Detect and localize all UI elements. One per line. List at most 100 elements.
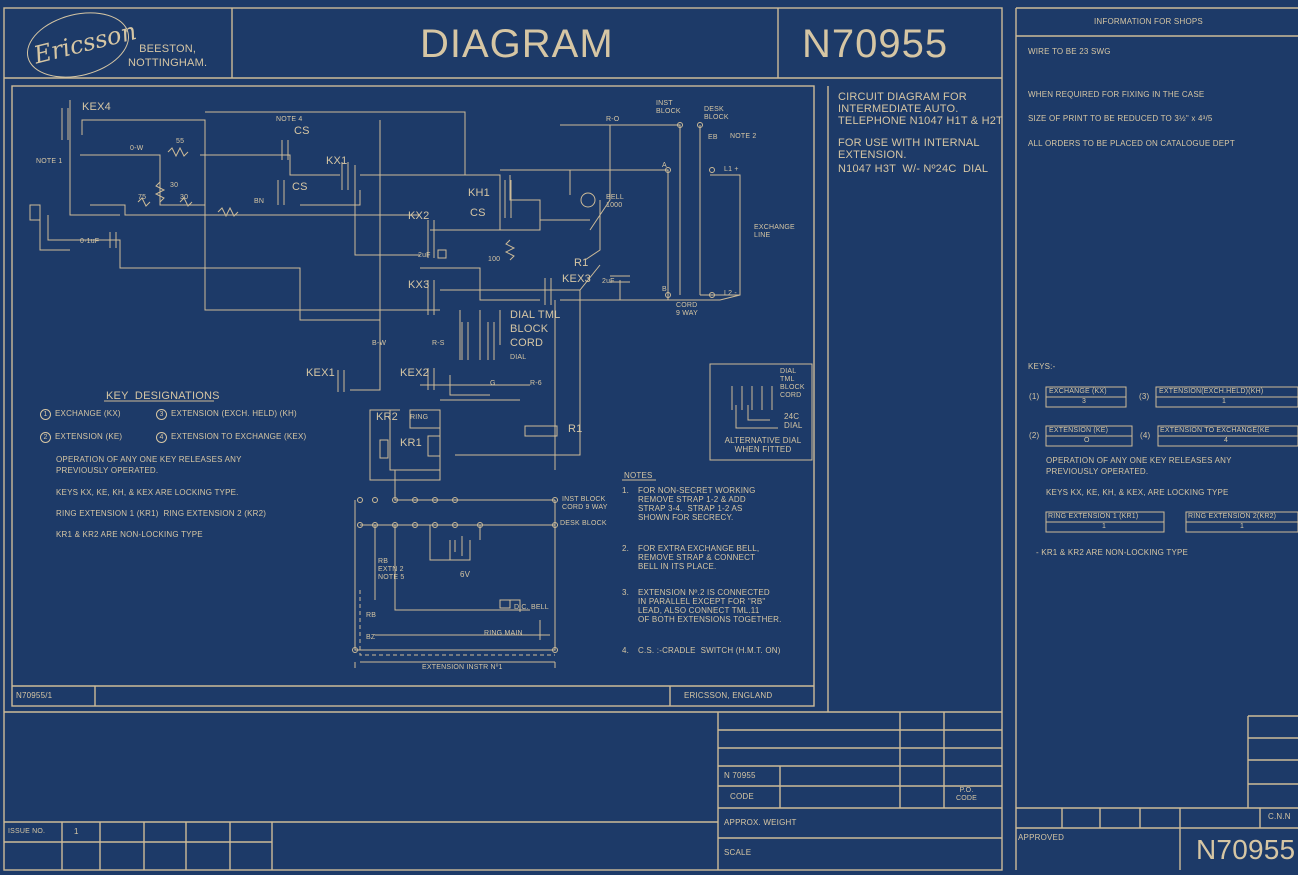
note-4: C.S. :-CRADLE SWITCH (H.M.T. ON) <box>638 646 781 655</box>
shops-key-4-value: 4 <box>1224 437 1229 444</box>
label-inst-block-cord: INST BLOCK CORD 9 WAY <box>562 496 608 511</box>
shops-non-locking: - KR1 & KR2 ARE NON-LOCKING TYPE <box>1036 548 1189 557</box>
footer-code: CODE <box>730 792 754 801</box>
alt-dial-24c: 24C DIAL <box>784 412 803 430</box>
shops-key-3: (3) <box>1139 392 1150 401</box>
label-w-a: 0-W <box>130 145 144 152</box>
label-kh1: KH1 <box>468 187 490 199</box>
shops-key-1-value: 3 <box>1082 398 1087 405</box>
key-non-locking: KR1 & KR2 ARE NON-LOCKING TYPE <box>56 530 203 539</box>
shops-title: INFORMATION FOR SHOPS <box>1094 17 1203 26</box>
shops-cnn: C.N.N <box>1268 812 1291 821</box>
shops-key-3-value: 1 <box>1222 398 1227 405</box>
shops-key-4-label: EXTENSION TO EXCHANGE(KE <box>1160 427 1270 434</box>
alt-dial-caption: ALTERNATIVE DIAL WHEN FITTED <box>724 436 802 454</box>
label-eb: EB <box>708 134 718 141</box>
label-note1: NOTE 1 <box>36 158 63 165</box>
shops-locking: KEYS KX, KE, KH, & KEX, ARE LOCKING TYPE <box>1046 488 1229 497</box>
label-bn: BN <box>254 198 265 205</box>
label-ring-main: RING MAIN <box>484 630 523 637</box>
footer-ref: N70955/1 <box>16 691 53 700</box>
shops-ring-2-value: 1 <box>1240 523 1245 530</box>
label-r30b: 30 <box>180 194 189 201</box>
label-note2: NOTE 2 <box>730 133 757 140</box>
label-bell: BELL 1000 <box>606 194 624 209</box>
label-6v: 6V <box>460 570 471 579</box>
shops-operation-2: PREVIOUSLY OPERATED. <box>1046 467 1149 476</box>
footer-maker: ERICSSON, ENGLAND <box>684 691 773 700</box>
key-operation-1: OPERATION OF ANY ONE KEY RELEASES ANY <box>56 455 242 464</box>
note-2-num: 2. <box>622 544 630 553</box>
key-designations-title: KEY DESIGNATIONS <box>106 390 220 402</box>
label-kr2: KR2 <box>376 411 398 423</box>
label-inst-block: INST BLOCK <box>656 100 681 115</box>
shops-ring-2-label: RING EXTENSION 2(KR2) <box>1188 513 1277 520</box>
shops-orders: ALL ORDERS TO BE PLACED ON CATALOGUE DEP… <box>1028 139 1235 148</box>
label-cs: CS <box>294 125 310 137</box>
label-extension-instr: EXTENSION INSTR Nº1 <box>422 664 503 671</box>
description-line2: INTERMEDIATE AUTO. <box>838 103 959 115</box>
shops-key-2: (2) <box>1029 431 1040 440</box>
shops-wire: WIRE TO BE 23 SWG <box>1028 47 1111 56</box>
label-dial-tml: DIAL TML BLOCK CORD <box>510 309 561 349</box>
shops-ring-1-label: RING EXTENSION 1 (KR1) <box>1048 513 1139 520</box>
label-b-w: B-W <box>372 340 387 347</box>
label-kex1: KEX1 <box>306 367 335 379</box>
label-kx3: KX3 <box>408 279 430 291</box>
label-dc-bell: D.C. BELL <box>514 604 549 611</box>
description-line6: N1047 H3T W/- Nº24C DIAL <box>838 163 989 175</box>
label-ring: RING <box>410 414 429 421</box>
label-bz: BZ <box>366 634 376 641</box>
footer-issue-value: 1 <box>74 827 79 836</box>
label-r-s: R-S <box>432 340 445 347</box>
label-note4: NOTE 4 <box>276 116 303 123</box>
label-rb: RB <box>366 612 377 619</box>
label-cap1: 0·1uF <box>80 238 100 245</box>
note-1: FOR NON-SECRET WORKING REMOVE STRAP 1-2 … <box>638 486 756 522</box>
description-line3: TELEPHONE N1047 H1T & H2T <box>838 115 1003 127</box>
note-4-num: 4. <box>622 646 630 655</box>
footer-issue-label: ISSUE NO. <box>8 828 46 835</box>
shops-approved: APPROVED <box>1018 833 1065 842</box>
label-desk-block-2: DESK BLOCK <box>560 520 607 527</box>
shops-size: SIZE OF PRINT TO BE REDUCED TO 3½" x 4³/… <box>1028 114 1213 123</box>
label-kx2: KX2 <box>408 210 430 222</box>
label-kex4: KEX4 <box>82 101 111 113</box>
note-3: EXTENSION Nº.2 IS CONNECTED IN PARALLEL … <box>638 588 782 624</box>
footer-scale: SCALE <box>724 848 752 857</box>
label-r-o: R-O <box>606 116 620 123</box>
shops-key-3-label: EXTENSION(EXCH.HELD)(KH) <box>1159 388 1264 395</box>
key-locking: KEYS KX, KE, KH, & KEX ARE LOCKING TYPE. <box>56 488 239 497</box>
label-desk-block: DESK BLOCK <box>704 106 729 121</box>
note-2: FOR EXTRA EXCHANGE BELL, REMOVE STRAP & … <box>638 544 760 571</box>
label-r1b: R1 <box>568 423 583 435</box>
shops-key-2-label: EXTENSION (KE) <box>1049 427 1109 434</box>
label-kex2: KEX2 <box>400 367 429 379</box>
company-location: BEESTON, NOTTINGHAM. <box>128 43 208 69</box>
label-cs2: CS <box>292 181 308 193</box>
label-r75: 75 <box>138 194 147 201</box>
label-dial: DIAL <box>510 354 527 361</box>
label-exchange-line: EXCHANGE LINE <box>754 224 795 239</box>
shops-fix: WHEN REQUIRED FOR FIXING IN THE CASE <box>1028 90 1205 99</box>
notes-title: NOTES <box>624 471 653 480</box>
drawing-number: N70955 <box>802 22 949 66</box>
label-r1: R1 <box>574 257 589 269</box>
label-l2: L2 - <box>724 290 737 297</box>
label-kx1: KX1 <box>326 155 348 167</box>
label-cap2: 2uF <box>418 252 431 259</box>
label-kex3: KEX3 <box>562 273 591 285</box>
shops-drawing-number: N70955 <box>1196 834 1296 865</box>
label-g: G <box>490 380 496 387</box>
note-1-num: 1. <box>622 486 630 495</box>
label-l1: L1 + <box>724 166 739 173</box>
footer-code-row: N 70955 <box>724 771 756 780</box>
label-a: A <box>662 162 667 169</box>
label-extn2: RB EXTN 2 NOTE 5 <box>378 558 405 581</box>
shops-operation-1: OPERATION OF ANY ONE KEY RELEASES ANY <box>1046 456 1232 465</box>
label-fifty: 50 <box>535 428 544 435</box>
description-line5: EXTENSION. <box>838 149 907 161</box>
